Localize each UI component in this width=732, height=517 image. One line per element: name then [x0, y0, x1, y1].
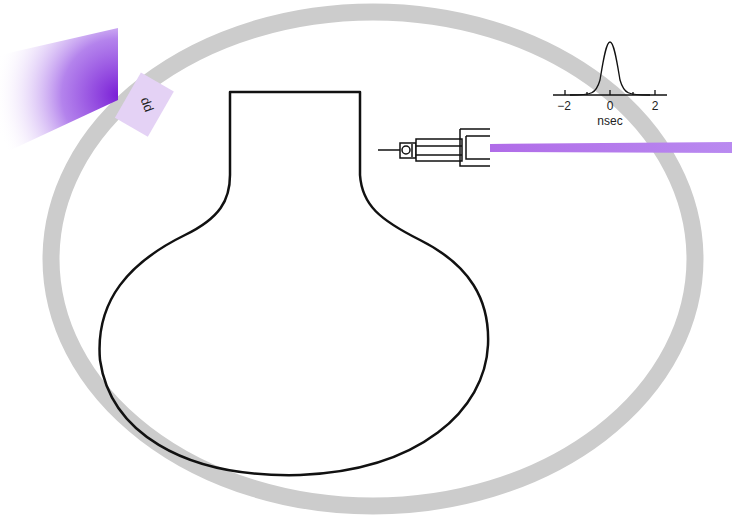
axis-tick-label: 2 [652, 100, 659, 112]
axis-tick-label: −2 [557, 100, 571, 112]
probe [378, 129, 490, 166]
ring [51, 12, 695, 506]
detector-patch [115, 73, 174, 137]
pulse-plot [553, 42, 667, 95]
axis-title: nsec [597, 115, 622, 127]
flask-outline [100, 92, 489, 475]
axis-tick-label: 0 [607, 100, 614, 112]
beam-wedge [0, 28, 118, 155]
laser-beam [490, 142, 732, 153]
